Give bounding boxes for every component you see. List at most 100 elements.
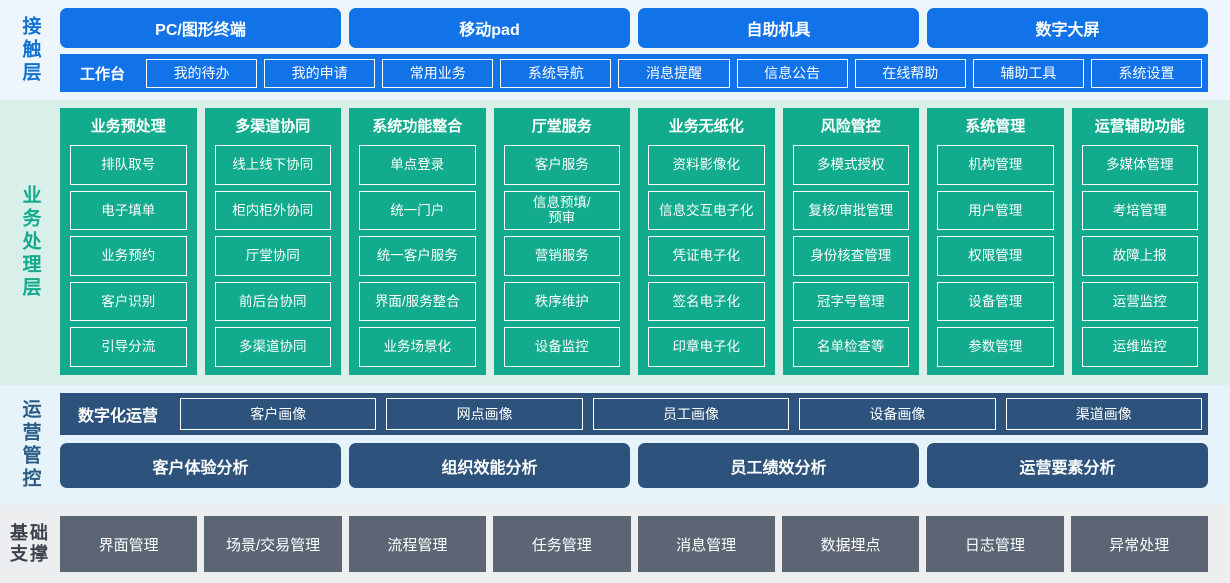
digital-operations-title: 数字化运营 — [78, 408, 159, 425]
layer-foundation: 基础 支撑 界面管理 场景/交易管理 流程管理 任务管理 消息管理 数据埋点 日… — [0, 505, 1230, 583]
analysis-row: 客户体验分析 组织效能分析 员工绩效分析 运营要素分析 — [60, 443, 1208, 488]
analysis-employee-performance[interactable]: 员工绩效分析 — [638, 443, 919, 488]
cell-operation-monitoring[interactable]: 运营监控 — [1081, 281, 1198, 322]
layer-business-label: 业务处理层 — [0, 100, 60, 385]
workbench-title: 工作台 — [80, 65, 126, 83]
column-title: 业务无纸化 — [668, 118, 744, 135]
workbench-item-my-application[interactable]: 我的申请 — [264, 58, 376, 88]
business-column-system-management: 系统管理 机构管理 用户管理 权限管理 设备管理 参数管理 — [927, 108, 1064, 375]
workbench-item-common-business[interactable]: 常用业务 — [382, 58, 494, 88]
cell-business-scenario[interactable]: 业务场景化 — [359, 327, 476, 367]
column-title: 系统管理 — [965, 118, 1026, 135]
layer-foundation-label: 基础 支撑 — [0, 505, 60, 583]
layer-foundation-label-line1: 基础 — [10, 523, 50, 544]
column-title: 运营辅助功能 — [1094, 118, 1185, 135]
cell-lobby-collab[interactable]: 厅堂协同 — [214, 236, 331, 276]
portrait-customer[interactable]: 客户画像 — [180, 398, 377, 430]
layer-operations-body: 数字化运营 客户画像 网点画像 员工画像 设备画像 渠道画像 客户体验分析 组织… — [60, 385, 1230, 505]
channel-pc[interactable]: PC/图形终端 — [60, 8, 341, 48]
cell-customer-identification[interactable]: 客户识别 — [70, 281, 187, 322]
portrait-employee[interactable]: 员工画像 — [592, 398, 790, 430]
cell-serial-number-mgmt[interactable]: 冠字号管理 — [792, 281, 909, 322]
business-column-multichannel: 多渠道协同 线上线下协同 柜内柜外协同 厅堂协同 前后台协同 多渠道协同 — [204, 108, 341, 375]
cell-seal-electronic[interactable]: 印章电子化 — [648, 327, 765, 367]
cell-marketing-service[interactable]: 营销服务 — [503, 236, 620, 276]
cell-maintenance-monitoring[interactable]: 运维监控 — [1081, 327, 1198, 367]
analysis-organizational-efficiency[interactable]: 组织效能分析 — [349, 443, 630, 488]
digital-operations-row: 数字化运营 客户画像 网点画像 员工画像 设备画像 渠道画像 — [60, 393, 1208, 435]
foundation-item-scenario-transaction-mgmt[interactable]: 场景/交易管理 — [204, 516, 342, 572]
workbench-item-message-alert[interactable]: 消息提醒 — [618, 58, 730, 88]
layer-contact: 接触层 PC/图形终端 移动pad 自助机具 数字大屏 工作台 我的待办 我的申… — [0, 0, 1230, 100]
business-column-lobby-service: 厅堂服务 客户服务 信息预填/ 预审 营销服务 秩序维护 设备监控 — [493, 108, 630, 375]
cell-queue-number[interactable]: 排队取号 — [70, 145, 187, 185]
cell-unified-customer-service[interactable]: 统一客户服务 — [359, 236, 476, 276]
layer-contact-label: 接触层 — [0, 0, 60, 100]
channel-row: PC/图形终端 移动pad 自助机具 数字大屏 — [60, 8, 1208, 48]
cell-appointment[interactable]: 业务预约 — [70, 236, 187, 276]
channel-self-service[interactable]: 自助机具 — [638, 8, 919, 48]
foundation-item-process-mgmt[interactable]: 流程管理 — [348, 516, 487, 572]
cell-multimode-authorization[interactable]: 多模式授权 — [792, 145, 909, 185]
workbench-item-my-todo[interactable]: 我的待办 — [146, 58, 258, 88]
channel-digital-screen[interactable]: 数字大屏 — [927, 8, 1208, 48]
foundation-item-task-mgmt[interactable]: 任务管理 — [493, 516, 631, 572]
cell-customer-service[interactable]: 客户服务 — [503, 145, 620, 185]
cell-fault-reporting[interactable]: 故障上报 — [1081, 236, 1198, 276]
portrait-channel[interactable]: 渠道画像 — [1005, 398, 1202, 430]
channel-mobile-pad[interactable]: 移动pad — [349, 8, 630, 48]
portrait-branch[interactable]: 网点画像 — [386, 398, 583, 430]
business-column-row: 业务预处理 排队取号 电子填单 业务预约 客户识别 引导分流 多渠道协同 线上线… — [60, 108, 1208, 375]
foundation-item-log-mgmt[interactable]: 日志管理 — [926, 516, 1064, 572]
layer-foundation-label-line2: 支撑 — [10, 544, 50, 564]
cell-user-mgmt[interactable]: 用户管理 — [937, 190, 1054, 231]
cell-counter-inout-collab[interactable]: 柜内柜外协同 — [214, 190, 331, 231]
cell-review-approval-mgmt[interactable]: 复核/审批管理 — [792, 190, 909, 231]
cell-e-form[interactable]: 电子填单 — [70, 190, 187, 231]
cell-identity-verification-mgmt[interactable]: 身份核查管理 — [792, 236, 909, 276]
cell-permission-mgmt[interactable]: 权限管理 — [937, 236, 1054, 276]
cell-voucher-electronic[interactable]: 凭证电子化 — [648, 236, 765, 276]
cell-info-exchange-electronic[interactable]: 信息交互电子化 — [648, 190, 765, 231]
cell-front-back-collab[interactable]: 前后台协同 — [214, 281, 331, 322]
cell-multichannel-collab[interactable]: 多渠道协同 — [214, 327, 331, 367]
cell-parameter-mgmt[interactable]: 参数管理 — [937, 327, 1054, 367]
cell-ui-service-integration[interactable]: 界面/服务整合 — [359, 281, 476, 322]
portrait-device[interactable]: 设备画像 — [799, 398, 996, 430]
layer-foundation-body: 界面管理 场景/交易管理 流程管理 任务管理 消息管理 数据埋点 日志管理 异常… — [60, 505, 1230, 583]
workbench-item-aux-tools[interactable]: 辅助工具 — [972, 58, 1084, 88]
cell-organization-mgmt[interactable]: 机构管理 — [937, 145, 1054, 185]
cell-order-maintenance[interactable]: 秩序维护 — [503, 281, 620, 322]
column-title: 业务预处理 — [90, 118, 166, 135]
layer-business-label-text: 业务处理层 — [19, 185, 41, 300]
cell-device-mgmt[interactable]: 设备管理 — [937, 281, 1054, 322]
workbench-item-system-settings[interactable]: 系统设置 — [1090, 58, 1202, 88]
foundation-item-exception-handling[interactable]: 异常处理 — [1070, 516, 1208, 572]
analysis-customer-experience[interactable]: 客户体验分析 — [60, 443, 341, 488]
cell-document-imaging[interactable]: 资料影像化 — [648, 145, 765, 185]
cell-pre-fill-pre-review[interactable]: 信息预填/ 预审 — [503, 190, 620, 231]
layer-operations-label: 运营管控 — [0, 385, 60, 505]
layer-business-body: 业务预处理 排队取号 电子填单 业务预约 客户识别 引导分流 多渠道协同 线上线… — [60, 100, 1230, 385]
workbench-item-online-help[interactable]: 在线帮助 — [854, 58, 966, 88]
cell-guidance-diversion[interactable]: 引导分流 — [70, 327, 187, 367]
cell-training-mgmt[interactable]: 考培管理 — [1081, 190, 1198, 231]
layer-business: 业务处理层 业务预处理 排队取号 电子填单 业务预约 客户识别 引导分流 多渠道… — [0, 100, 1230, 385]
cell-signature-electronic[interactable]: 签名电子化 — [648, 281, 765, 322]
foundation-item-ui-mgmt[interactable]: 界面管理 — [60, 516, 198, 572]
cell-online-offline-collab[interactable]: 线上线下协同 — [214, 145, 331, 185]
cell-watchlist-check[interactable]: 名单检查等 — [792, 327, 909, 367]
cell-single-sign-on[interactable]: 单点登录 — [359, 145, 476, 185]
cell-unified-portal[interactable]: 统一门户 — [359, 190, 476, 231]
workbench-item-announcement[interactable]: 信息公告 — [736, 58, 848, 88]
cell-device-monitoring[interactable]: 设备监控 — [503, 327, 620, 367]
cell-multimedia-mgmt[interactable]: 多媒体管理 — [1081, 145, 1198, 185]
foundation-item-data-tracking[interactable]: 数据埋点 — [781, 516, 920, 572]
business-column-paperless: 业务无纸化 资料影像化 信息交互电子化 凭证电子化 签名电子化 印章电子化 — [638, 108, 775, 375]
foundation-row: 界面管理 场景/交易管理 流程管理 任务管理 消息管理 数据埋点 日志管理 异常… — [60, 516, 1208, 572]
analysis-operation-factors[interactable]: 运营要素分析 — [927, 443, 1208, 488]
business-column-risk-control: 风险管控 多模式授权 复核/审批管理 身份核查管理 冠字号管理 名单检查等 — [782, 108, 919, 375]
foundation-item-message-mgmt[interactable]: 消息管理 — [637, 516, 775, 572]
workbench-item-system-navigation[interactable]: 系统导航 — [500, 58, 612, 88]
